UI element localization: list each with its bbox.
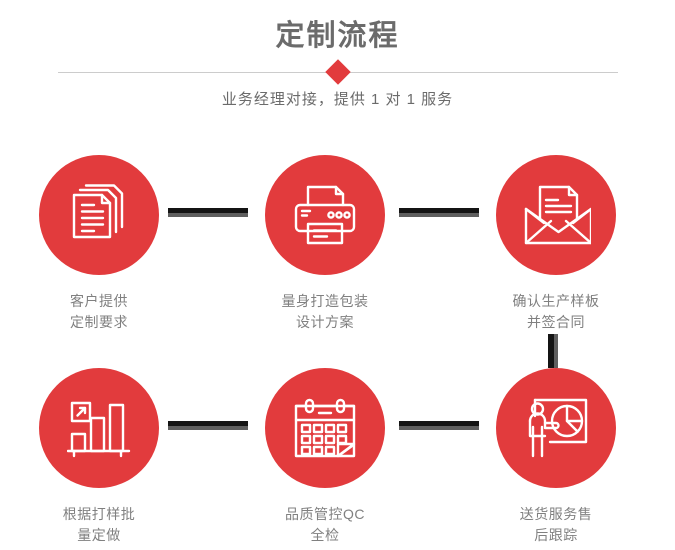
connector-shadow: [554, 334, 558, 368]
flow-step-1[interactable]: 客户提供 定制要求: [19, 155, 179, 333]
connector-shadow: [168, 213, 248, 217]
flow-step-5-circle: [265, 368, 385, 488]
connector-bar: [168, 421, 248, 426]
documents-stack-icon: [66, 182, 132, 248]
flow-step-2[interactable]: 量身打造包装 设计方案: [245, 155, 405, 333]
connector-step2-to-step3: [399, 208, 479, 217]
flow-step-4[interactable]: 根据打样批 量定做: [19, 368, 179, 546]
red-diamond-marker-icon: [325, 59, 351, 85]
calendar-checklist-icon: [292, 396, 358, 460]
connector-step3-to-step4: [548, 334, 558, 368]
connector-bar: [168, 208, 248, 213]
flow-step-4-label: 根据打样批 量定做: [62, 506, 136, 543]
page-subtitle: 业务经理对接，提供 1 对 1 服务: [221, 91, 454, 108]
flow-step-6-label: 送货服务售 后跟踪: [519, 506, 593, 543]
flow-step-1-circle: [39, 155, 159, 275]
flow-step-5-label: 品质管控QC 全检: [285, 506, 365, 543]
connector-step5-to-step6: [399, 421, 479, 430]
presenter-pie-chart-icon: [522, 395, 590, 461]
flow-step-5[interactable]: 品质管控QC 全检: [245, 368, 405, 546]
page-title: 定制流程: [275, 20, 400, 52]
connector-shadow: [168, 426, 248, 430]
connector-step4-to-step5: [168, 421, 248, 430]
connector-shadow: [399, 426, 479, 430]
flow-step-4-circle: [39, 368, 159, 488]
flow-step-3[interactable]: 确认生产样板 并签合同: [476, 155, 636, 333]
connector-bar: [399, 421, 479, 426]
printer-icon: [291, 182, 359, 248]
envelope-letter-icon: [521, 183, 591, 247]
flow-step-1-label: 客户提供 定制要求: [70, 293, 128, 330]
connector-bar: [399, 208, 479, 213]
connector-shadow: [399, 213, 479, 217]
flow-step-3-label: 确认生产样板 并签合同: [512, 293, 600, 330]
flow-step-3-circle: [496, 155, 616, 275]
connector-step1-to-step2: [168, 208, 248, 217]
connector-bar: [548, 334, 554, 368]
flow-step-2-label: 量身打造包装 设计方案: [281, 293, 369, 330]
bar-chart-growth-icon: [67, 397, 131, 459]
flow-step-6-circle: [496, 368, 616, 488]
header-divider: [58, 59, 618, 85]
flow-step-6[interactable]: 送货服务售 后跟踪: [476, 368, 636, 546]
flow-step-2-circle: [265, 155, 385, 275]
